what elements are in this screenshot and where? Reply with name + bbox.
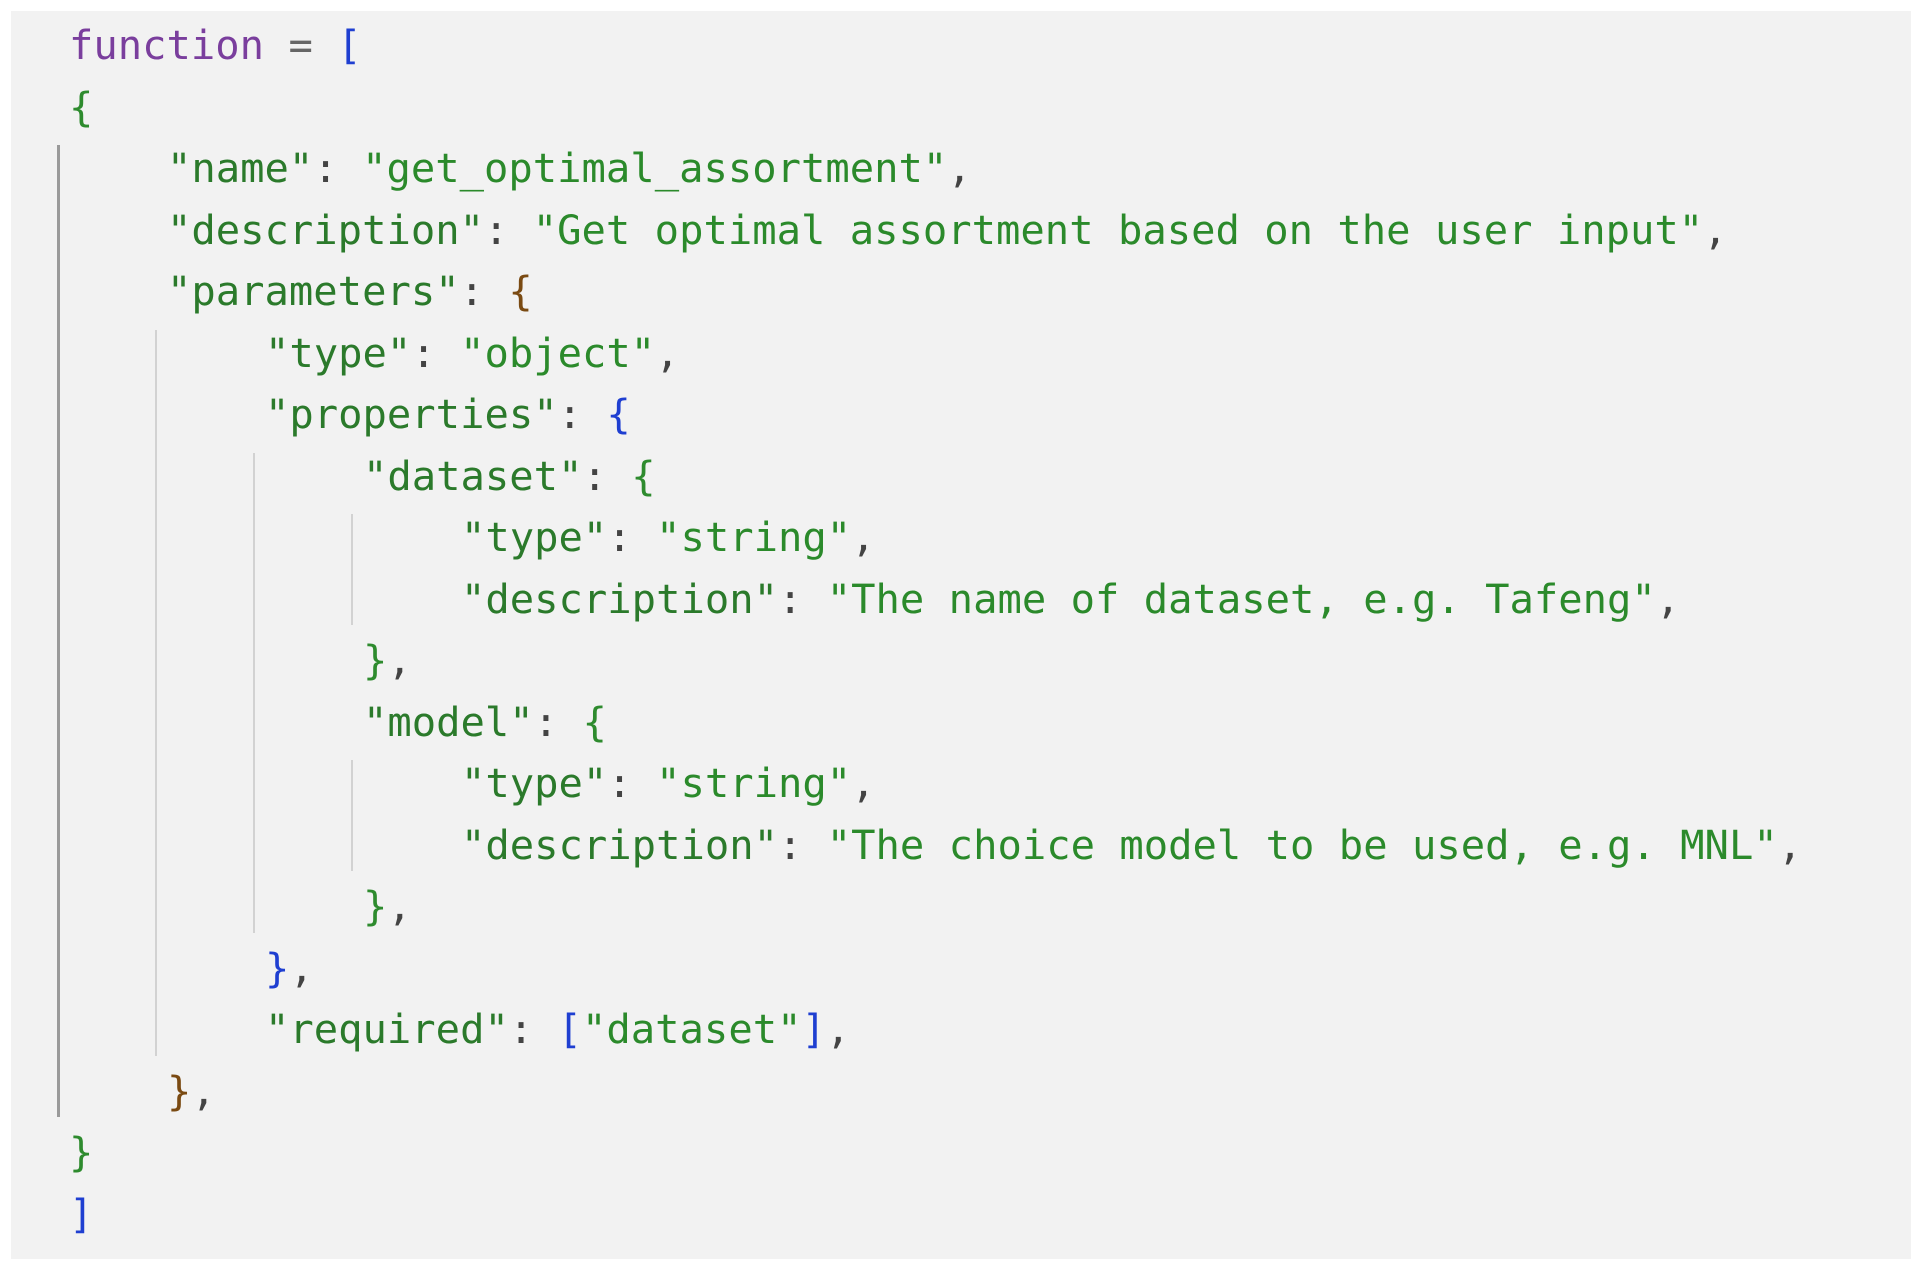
code-token-string: "The name of dataset, e.g. Tafeng" xyxy=(826,574,1656,623)
code-token-key: "parameters" xyxy=(167,267,460,315)
indent-guide xyxy=(57,145,60,1117)
code-token-string: "string" xyxy=(656,513,852,561)
indent-guide xyxy=(351,514,353,625)
code-token-punctuation: : xyxy=(607,513,657,561)
code-token-key: "dataset" xyxy=(363,451,583,500)
code-token-punctuation: , xyxy=(191,1066,216,1115)
code-token-key: "model" xyxy=(363,697,534,746)
code-token-bracket: ] xyxy=(801,1005,826,1053)
code-token-key: "description" xyxy=(461,820,778,869)
code-token-punctuation: : xyxy=(508,1005,558,1053)
code-token-punctuation: : xyxy=(607,759,657,807)
code-line: "required": ["dataset"], xyxy=(265,998,850,1060)
indent-guide xyxy=(155,329,157,1056)
code-token-key: "type" xyxy=(461,513,608,561)
code-line: }, xyxy=(265,937,314,999)
code-token-key: "type" xyxy=(461,759,608,807)
code-token-punctuation: , xyxy=(289,943,314,992)
code-token-string: "string" xyxy=(656,759,852,807)
code-token-key: "properties" xyxy=(265,390,558,438)
code-line: "model": { xyxy=(363,691,607,753)
code-token-punctuation: , xyxy=(851,513,876,561)
code-line: }, xyxy=(167,1060,216,1122)
code-token-punctuation: , xyxy=(387,882,412,930)
code-token-brace-green: } xyxy=(363,636,388,684)
code-line: }, xyxy=(363,875,412,937)
code-token-punctuation: , xyxy=(947,144,972,192)
code-line: "description": "The choice model to be u… xyxy=(461,814,1802,876)
code-token-brace-green: { xyxy=(582,697,607,746)
indent-guide xyxy=(351,760,353,871)
code-token-string: "dataset" xyxy=(582,1005,802,1053)
code-token-key: "description" xyxy=(167,205,484,254)
code-token-key: "description" xyxy=(461,574,778,623)
code-line: { xyxy=(69,76,93,138)
code-token-bracket: [ xyxy=(557,1005,583,1053)
code-line: "type": "object", xyxy=(265,322,680,384)
code-token-operator: = xyxy=(264,21,338,69)
code-token-keyword: function xyxy=(69,21,265,69)
code-token-bracket: ] xyxy=(69,1189,94,1238)
code-line: "properties": { xyxy=(265,383,631,445)
code-token-punctuation: , xyxy=(825,1005,851,1053)
code-token-punctuation: : xyxy=(313,144,363,192)
code-token-punctuation: , xyxy=(387,636,412,684)
code-token-brace-green: } xyxy=(363,882,388,930)
code-token-key: "name" xyxy=(167,144,314,192)
code-token-string: "object" xyxy=(460,328,656,377)
code-line: function = [ xyxy=(69,14,362,76)
code-token-punctuation: , xyxy=(1777,820,1803,869)
code-token-punctuation: : xyxy=(533,697,583,746)
code-token-string: "Get optimal assortment based on the use… xyxy=(532,205,1704,254)
indent-guide xyxy=(253,452,255,933)
code-token-brace-green: } xyxy=(69,1128,94,1176)
code-token-string: "The choice model to be used, e.g. MNL" xyxy=(826,820,1778,869)
code-token-punctuation: , xyxy=(851,759,876,807)
code-line: }, xyxy=(363,629,412,691)
code-line: "description": "The name of dataset, e.g… xyxy=(461,568,1680,630)
code-token-brace-brown: { xyxy=(508,267,533,315)
code-token-punctuation: : xyxy=(582,451,632,500)
code-token-string: "get_optimal_assortment" xyxy=(362,144,948,192)
code-token-punctuation: : xyxy=(777,820,827,869)
code-line: "type": "string", xyxy=(461,506,876,568)
code-token-bracket: { xyxy=(606,390,631,438)
code-token-punctuation: , xyxy=(655,328,680,377)
code-token-punctuation: : xyxy=(483,205,533,254)
code-line: "parameters": { xyxy=(167,260,533,322)
code-token-punctuation: : xyxy=(557,390,607,438)
code-line: "name": "get_optimal_assortment", xyxy=(167,137,972,199)
code-token-key: "required" xyxy=(265,1005,509,1053)
code-token-punctuation: : xyxy=(777,574,827,623)
code-token-brace-green: { xyxy=(631,451,656,500)
code-block: function = [ { "name": "get_optimal_assort… xyxy=(11,11,1911,1259)
code-token-brace-brown: } xyxy=(167,1066,192,1115)
code-line: "description": "Get optimal assortment b… xyxy=(167,199,1728,261)
code-line: "dataset": { xyxy=(363,445,656,507)
code-token-punctuation: : xyxy=(459,267,509,315)
code-token-punctuation: , xyxy=(1655,574,1681,623)
code-token-brace-green: { xyxy=(69,82,94,131)
code-token-bracket: } xyxy=(265,943,290,992)
code-token-key: "type" xyxy=(265,328,412,377)
code-line: "type": "string", xyxy=(461,752,876,814)
code-token-punctuation: , xyxy=(1703,205,1728,254)
code-token-bracket: [ xyxy=(337,21,362,69)
code-line: } xyxy=(69,1121,93,1183)
code-line: ] xyxy=(69,1183,93,1245)
code-token-punctuation: : xyxy=(411,328,461,377)
